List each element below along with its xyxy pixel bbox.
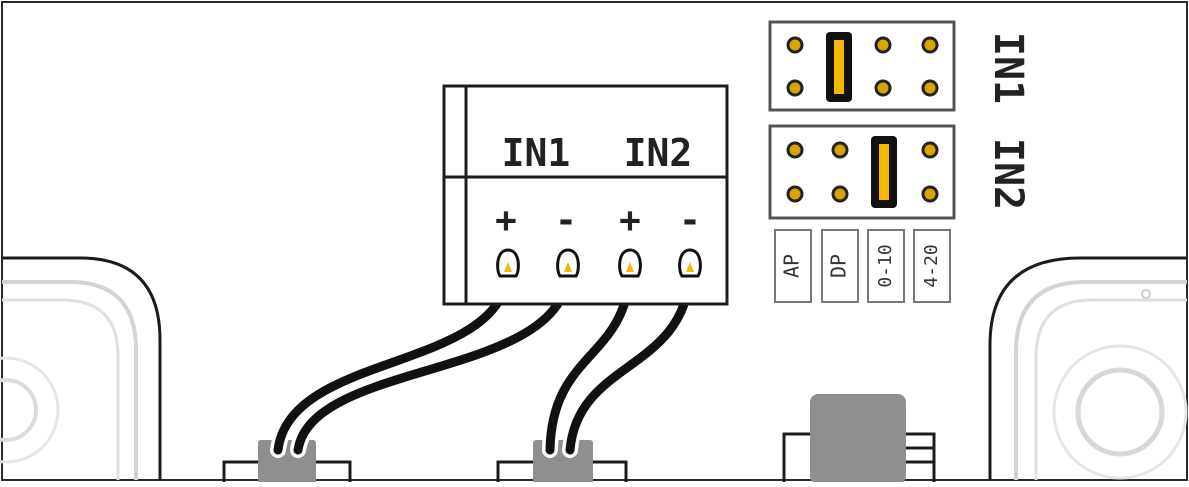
pin-label-in2-plus: + [619, 200, 641, 241]
right-mounting-boss [988, 256, 1188, 480]
bottom-connector-middle [496, 440, 628, 486]
wire-in1-plus [273, 269, 513, 455]
wire-end-in2-minus [678, 248, 702, 278]
jumper-shunt-in2 [871, 136, 897, 208]
wire-in1-minus [293, 269, 573, 455]
mode-label-4-20: 4-20 [921, 244, 942, 287]
mode-label-ap: AP [780, 254, 804, 278]
wire-ends [496, 248, 702, 278]
terminal-label-in1: IN1 [502, 131, 571, 175]
pin-label-in1-plus: + [495, 200, 517, 241]
left-mounting-boss [0, 256, 162, 480]
pin-label-in2-minus: - [679, 200, 701, 241]
jumper-header-in1: IN1 [768, 20, 1031, 112]
wire-end-in1-minus [556, 248, 580, 278]
bottom-connector-left [222, 440, 352, 486]
jumper-shunt-in1 [826, 32, 852, 102]
mode-box-ap [774, 229, 812, 303]
jumper-label-in2: IN2 [985, 138, 1031, 210]
mode-labels: AP DP 0-10 4-20 [774, 229, 951, 303]
terminal-label-in2: IN2 [624, 131, 693, 175]
jumper-label-in1: IN1 [985, 32, 1031, 104]
mode-box-dp [821, 229, 859, 303]
header-pins-in1 [786, 36, 939, 97]
wire-end-in2-plus [618, 248, 642, 278]
header-pins-in2 [786, 141, 939, 203]
mode-label-0-10: 0-10 [875, 244, 896, 287]
mode-label-dp: DP [827, 254, 851, 278]
mode-box-0-10 [867, 229, 905, 303]
wires [270, 266, 698, 458]
wire-end-in1-plus [496, 248, 520, 278]
wire-in2-minus [565, 269, 695, 455]
mode-box-4-20 [913, 229, 951, 303]
pin-label-in1-minus: - [555, 200, 577, 241]
bottom-connector-right [782, 394, 936, 484]
jumper-header-in2: IN2 [768, 124, 1031, 220]
